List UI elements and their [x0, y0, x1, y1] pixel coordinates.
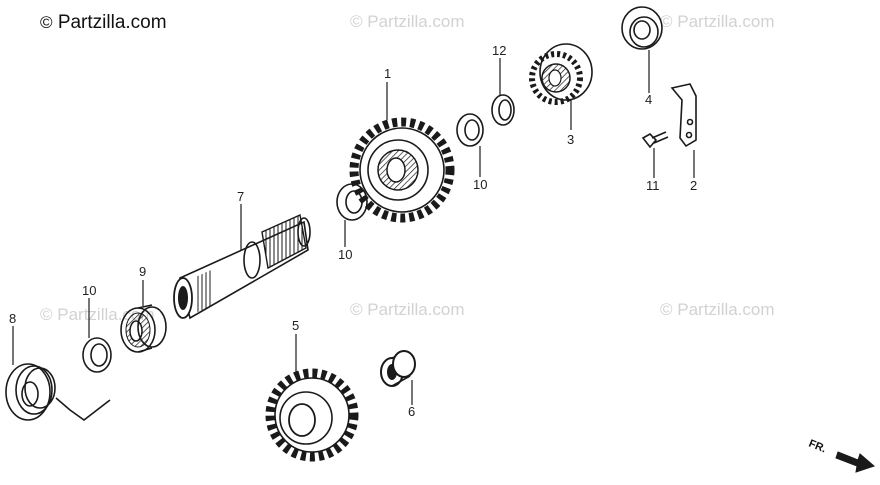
part-6-bushing[interactable]	[380, 350, 416, 387]
part-4-ratchet-spring[interactable]	[621, 6, 663, 50]
part-10-washer[interactable]	[82, 337, 112, 373]
callout-11: 11	[646, 178, 660, 193]
callout-10: 10	[82, 283, 96, 298]
callout-7: 7	[237, 189, 244, 204]
callout-5: 5	[292, 318, 299, 333]
part-2-guide-plate[interactable]	[670, 83, 697, 148]
front-arrow-icon	[835, 451, 875, 473]
part-11-bolt[interactable]	[641, 131, 669, 149]
part-10-washer[interactable]	[456, 113, 484, 147]
watermark: © Partzilla.com	[660, 300, 775, 319]
part-1-drive-gear[interactable]	[349, 117, 455, 223]
callout-4: 4	[645, 92, 652, 107]
brand-name: Partzilla.com	[57, 12, 167, 33]
callout-3: 3	[567, 132, 574, 147]
part-12-snap-ring[interactable]	[491, 94, 515, 126]
brand-logo: © Partzilla.com	[40, 12, 167, 34]
part-5-idle-gear[interactable]	[265, 368, 359, 462]
part-8-kick-spring[interactable]	[5, 363, 111, 421]
callout-6: 6	[408, 404, 415, 419]
callout-12: 12	[492, 43, 506, 58]
watermark: © Partzilla.com	[660, 12, 775, 31]
watermark: © Partzilla.com	[350, 300, 465, 319]
part-9-collar[interactable]	[120, 304, 167, 353]
front-label: FR.	[807, 438, 828, 456]
callout-9: 9	[139, 264, 146, 279]
copyright-icon: ©	[40, 13, 53, 32]
watermark: © Partzilla.com	[350, 12, 465, 31]
leader-lines	[12, 50, 695, 405]
callout-numbers: 1 2 3 4 5 6 7 8 9 10 10 10 11 12	[9, 43, 697, 419]
callout-10: 10	[338, 247, 352, 262]
watermark: © Partzilla.com	[40, 305, 155, 324]
front-direction-indicator: FR.	[807, 438, 875, 473]
part-3-ratchet[interactable]	[529, 43, 593, 105]
callout-2: 2	[690, 178, 697, 193]
callout-10: 10	[473, 177, 487, 192]
part-7-kick-spindle[interactable]	[173, 213, 311, 320]
callout-8: 8	[9, 311, 16, 326]
callout-1: 1	[384, 66, 391, 81]
